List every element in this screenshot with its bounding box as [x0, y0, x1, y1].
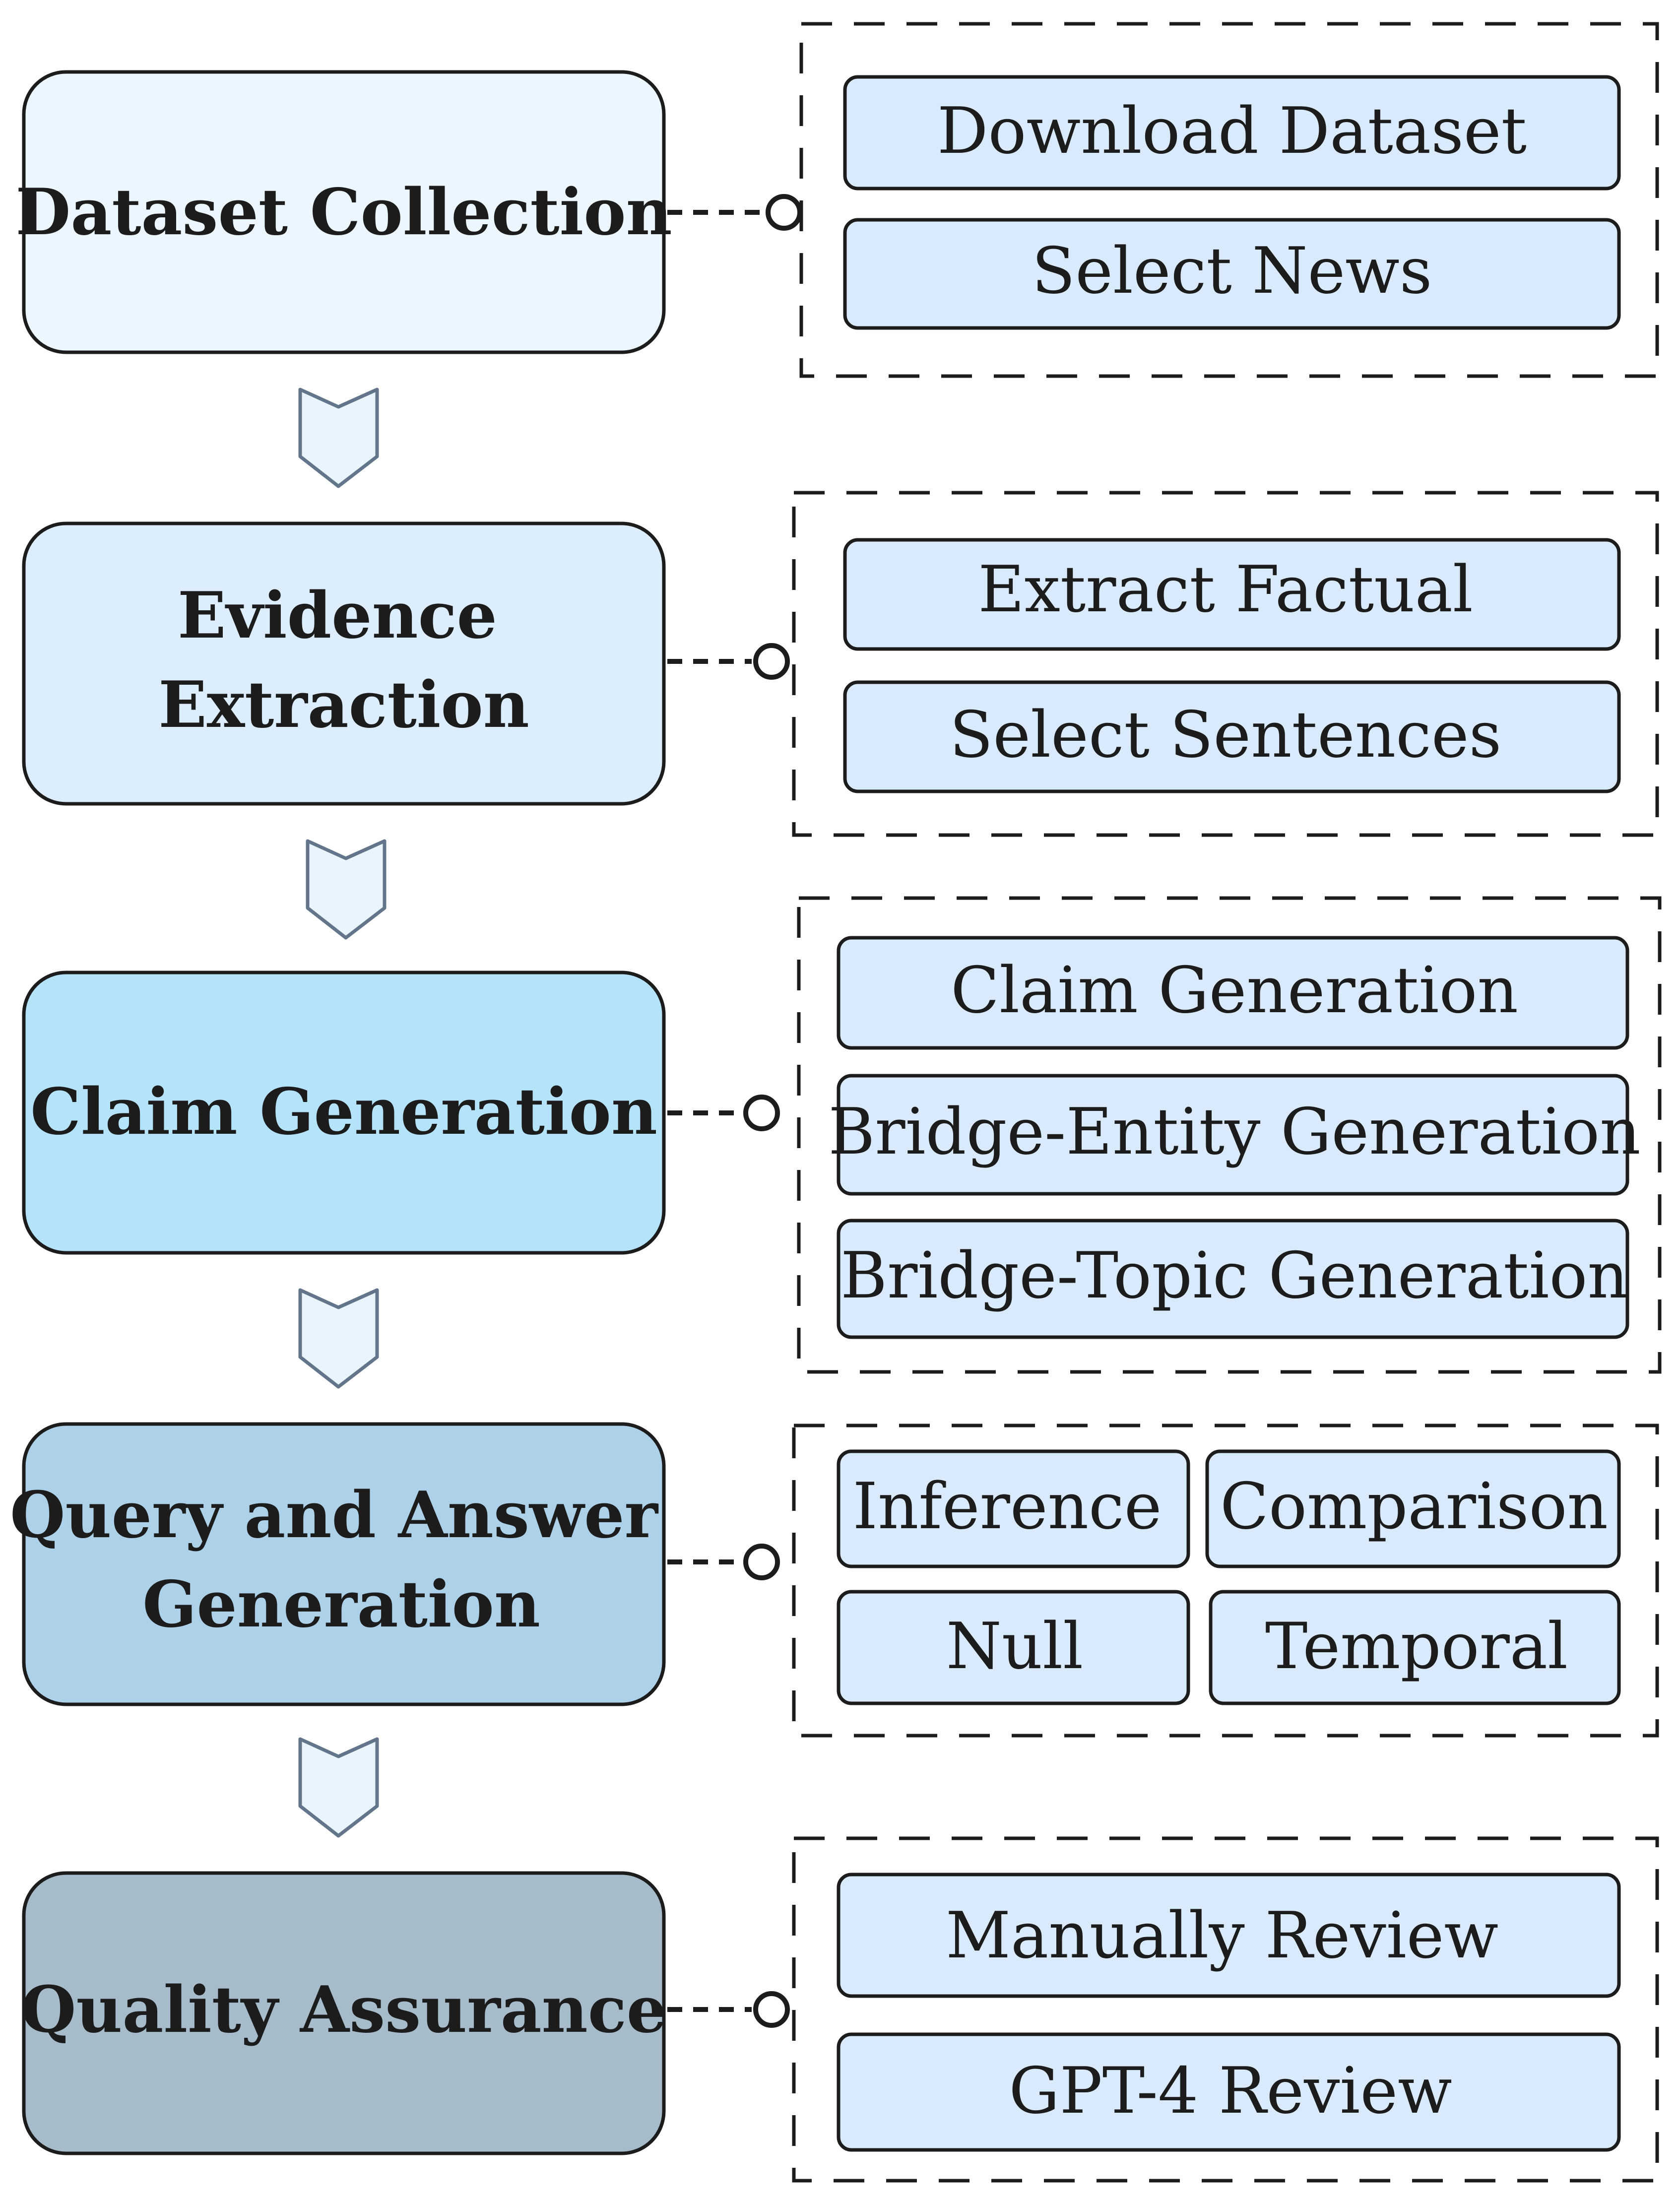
substep-download-dataset: Download Dataset	[843, 75, 1621, 191]
substep-label: Null	[946, 1610, 1083, 1684]
substep-box	[843, 218, 1621, 330]
stage-box	[22, 971, 666, 1255]
substep-label: GPT-4 Review	[1009, 2054, 1452, 2128]
stage-title-line-2: Generation	[142, 1567, 540, 1642]
stage-dataset-collection: Dataset Collection	[15, 70, 672, 354]
substep-bridge-entity-generation: Bridge-Entity Generation	[828, 1074, 1641, 1196]
stage-evidence-extraction: Evidence Extraction	[22, 521, 666, 806]
substep-label: Select News	[1032, 234, 1432, 308]
substep-box	[837, 1590, 1190, 1705]
substep-group-frame	[792, 491, 1659, 837]
substep-box	[837, 1074, 1629, 1196]
connector	[667, 643, 790, 680]
substep-box	[1209, 1590, 1621, 1705]
chevron-down-icon	[298, 388, 379, 488]
substep-label: Temporal	[1265, 1610, 1568, 1684]
substep-inference: Inference	[837, 1449, 1190, 1568]
connector-dot	[743, 1095, 780, 1131]
connector-dot	[743, 1544, 780, 1580]
substep-label: Download Dataset	[937, 94, 1527, 168]
substep-box	[837, 1449, 1190, 1568]
connector-dot	[766, 194, 802, 231]
substep-label: Comparison	[1220, 1470, 1608, 1544]
stage-claim-generation: Claim Generation	[22, 971, 666, 1255]
stage-box	[22, 1871, 666, 2155]
substep-label: Inference	[853, 1470, 1162, 1544]
substep-label: Select Sentences	[950, 698, 1502, 772]
connector-dot	[753, 1991, 790, 2028]
substep-temporal: Temporal	[1209, 1590, 1621, 1705]
substep-box	[843, 75, 1621, 191]
substep-box	[843, 538, 1621, 651]
substep-label: Bridge-Entity Generation	[828, 1095, 1640, 1169]
substep-label: Manually Review	[946, 1899, 1498, 1973]
substep-group-frame	[797, 896, 1662, 1374]
substep-box	[837, 1873, 1621, 1998]
substep-manually-review: Manually Review	[837, 1873, 1621, 1998]
stage-title: Dataset Collection	[15, 175, 672, 250]
stage-title-line-1: Query and Answer	[10, 1478, 659, 1553]
chevron-down-icon	[298, 1288, 379, 1389]
connector	[667, 1095, 780, 1131]
substep-extract-factual: Extract Factual	[843, 538, 1621, 651]
substep-select-news: Select News	[843, 218, 1621, 330]
connector-dot	[753, 643, 790, 680]
substep-box	[837, 1219, 1629, 1339]
connector	[667, 1991, 790, 2028]
chevron-down-icon	[306, 839, 387, 940]
chevron-down-icon	[298, 1737, 379, 1838]
connector	[667, 194, 802, 231]
stage-title-line-1: Evidence	[178, 579, 497, 653]
substep-bridge-topic-generation: Bridge-Topic Generation	[837, 1219, 1629, 1339]
stage-quality-assurance: Quality Assurance	[21, 1871, 667, 2155]
substep-select-sentences: Select Sentences	[843, 680, 1621, 793]
substep-comparison: Comparison	[1205, 1449, 1621, 1568]
substep-claim-generation: Claim Generation	[837, 936, 1629, 1050]
substep-group-frame	[792, 1424, 1659, 1738]
substep-label: Claim Generation	[951, 954, 1518, 1028]
stage-title-line-2: Extraction	[158, 668, 529, 742]
substep-label: Bridge-Topic Generation	[840, 1239, 1628, 1313]
substep-null: Null	[837, 1590, 1190, 1705]
substep-group-frame	[799, 22, 1659, 378]
substep-box	[837, 936, 1629, 1050]
stage-box	[22, 521, 666, 806]
stage-box	[22, 70, 666, 354]
substep-group-frame	[792, 1836, 1659, 2183]
substep-box	[1205, 1449, 1621, 1568]
substep-box	[837, 2032, 1621, 2152]
stage-box	[22, 1422, 666, 1706]
stage-query-and-answer-generation: Query and Answer Generation	[10, 1422, 666, 1706]
substep-box	[843, 680, 1621, 793]
stage-title: Quality Assurance	[21, 1973, 667, 2047]
stage-title: Claim Generation	[30, 1075, 657, 1149]
substep-gpt4-review: GPT-4 Review	[837, 2032, 1621, 2152]
substep-label: Extract Factual	[978, 553, 1473, 627]
connector	[667, 1544, 780, 1580]
